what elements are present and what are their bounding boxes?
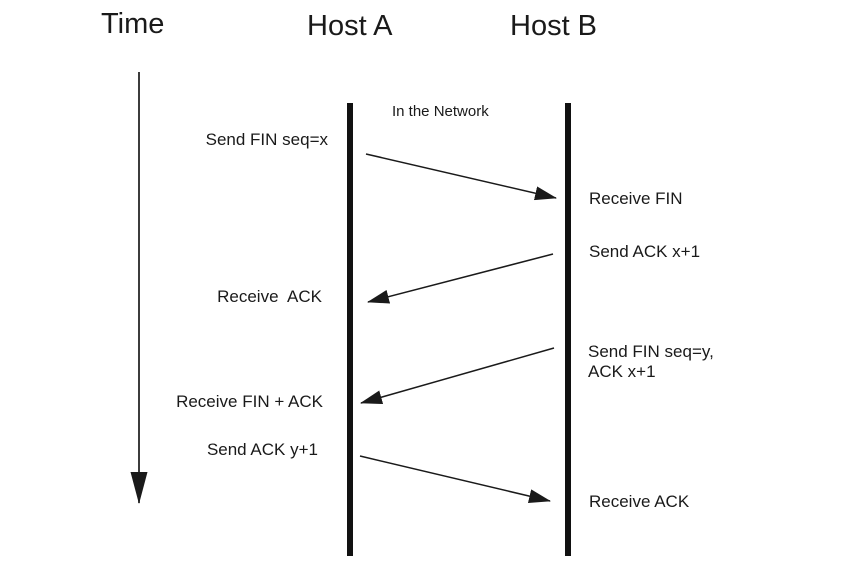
fin-seq-x-arrow — [365, 153, 557, 201]
send-ack-y-plus-1-label: Send ACK y+1 — [206, 440, 318, 459]
fin-seq-y-ack-arrow — [360, 347, 555, 404]
ack-y-plus-1-arrow — [359, 455, 551, 503]
send-fin-seq-y-label: Send FIN seq=y, ACK x+1 — [588, 342, 714, 382]
time-axis-label: Time — [101, 8, 165, 40]
host-b-label: Host B — [510, 10, 598, 42]
ack-x-plus-1-arrow — [367, 253, 554, 304]
receive-ack-b-label: Receive ACK — [589, 492, 690, 511]
receive-fin-ack-label: Receive FIN + ACK — [176, 392, 323, 411]
receive-fin-label: Receive FIN — [589, 189, 683, 208]
host-a-label: Host A — [307, 10, 393, 42]
network-label: In the Network — [392, 103, 489, 120]
receive-ack-label: Receive ACK — [217, 287, 322, 306]
send-ack-x-plus-1-label: Send ACK x+1 — [589, 242, 701, 261]
send-fin-seq-x-label: Send FIN seq=x — [205, 130, 328, 149]
